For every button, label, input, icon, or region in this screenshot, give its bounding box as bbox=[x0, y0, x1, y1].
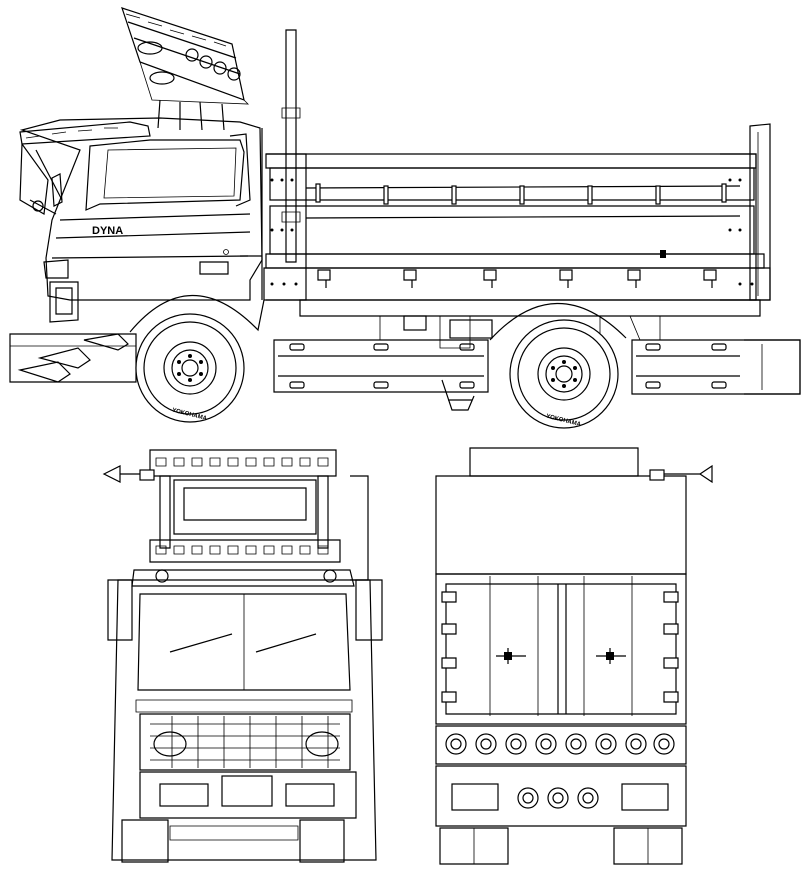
rear-light-bar bbox=[435, 725, 687, 765]
gate-latches bbox=[317, 269, 717, 288]
front-bumper-front-view bbox=[139, 771, 357, 819]
roof-light-rack bbox=[121, 7, 250, 131]
rear-tires bbox=[439, 827, 683, 865]
front-air-horns bbox=[102, 465, 155, 483]
front-bumper bbox=[9, 333, 137, 383]
front-view bbox=[102, 449, 383, 863]
cargo-body bbox=[263, 123, 771, 301]
front-roof-rack bbox=[149, 449, 341, 563]
side-skirts bbox=[273, 339, 801, 395]
side-gate-hinges bbox=[315, 183, 727, 205]
rear-view bbox=[435, 447, 713, 865]
rear-air-horns bbox=[649, 464, 713, 484]
rear-wheel: YOKOHAMA bbox=[509, 319, 619, 429]
front-tires bbox=[121, 819, 345, 863]
front-wheel-arch bbox=[129, 294, 265, 333]
cab: DYNA bbox=[19, 117, 263, 323]
side-view: DYNA bbox=[9, 7, 801, 429]
front-exhaust bbox=[350, 475, 369, 581]
rear-bumper bbox=[435, 765, 687, 827]
marker-light bbox=[660, 250, 666, 258]
rack-lamps bbox=[137, 41, 241, 85]
badge-text: DYNA bbox=[92, 225, 123, 237]
rear-wheel-arch bbox=[489, 302, 627, 341]
rear-roof-box bbox=[435, 447, 687, 575]
front-cab bbox=[107, 569, 383, 861]
corner-posts bbox=[266, 153, 757, 301]
rivets bbox=[270, 178, 754, 286]
front-grille bbox=[139, 713, 351, 771]
rear-latches bbox=[441, 591, 679, 703]
exhaust-stack bbox=[281, 29, 301, 263]
rear-tailgate bbox=[435, 573, 687, 725]
chassis bbox=[299, 299, 761, 411]
front-wheel: YOKOHAMA bbox=[135, 313, 245, 423]
